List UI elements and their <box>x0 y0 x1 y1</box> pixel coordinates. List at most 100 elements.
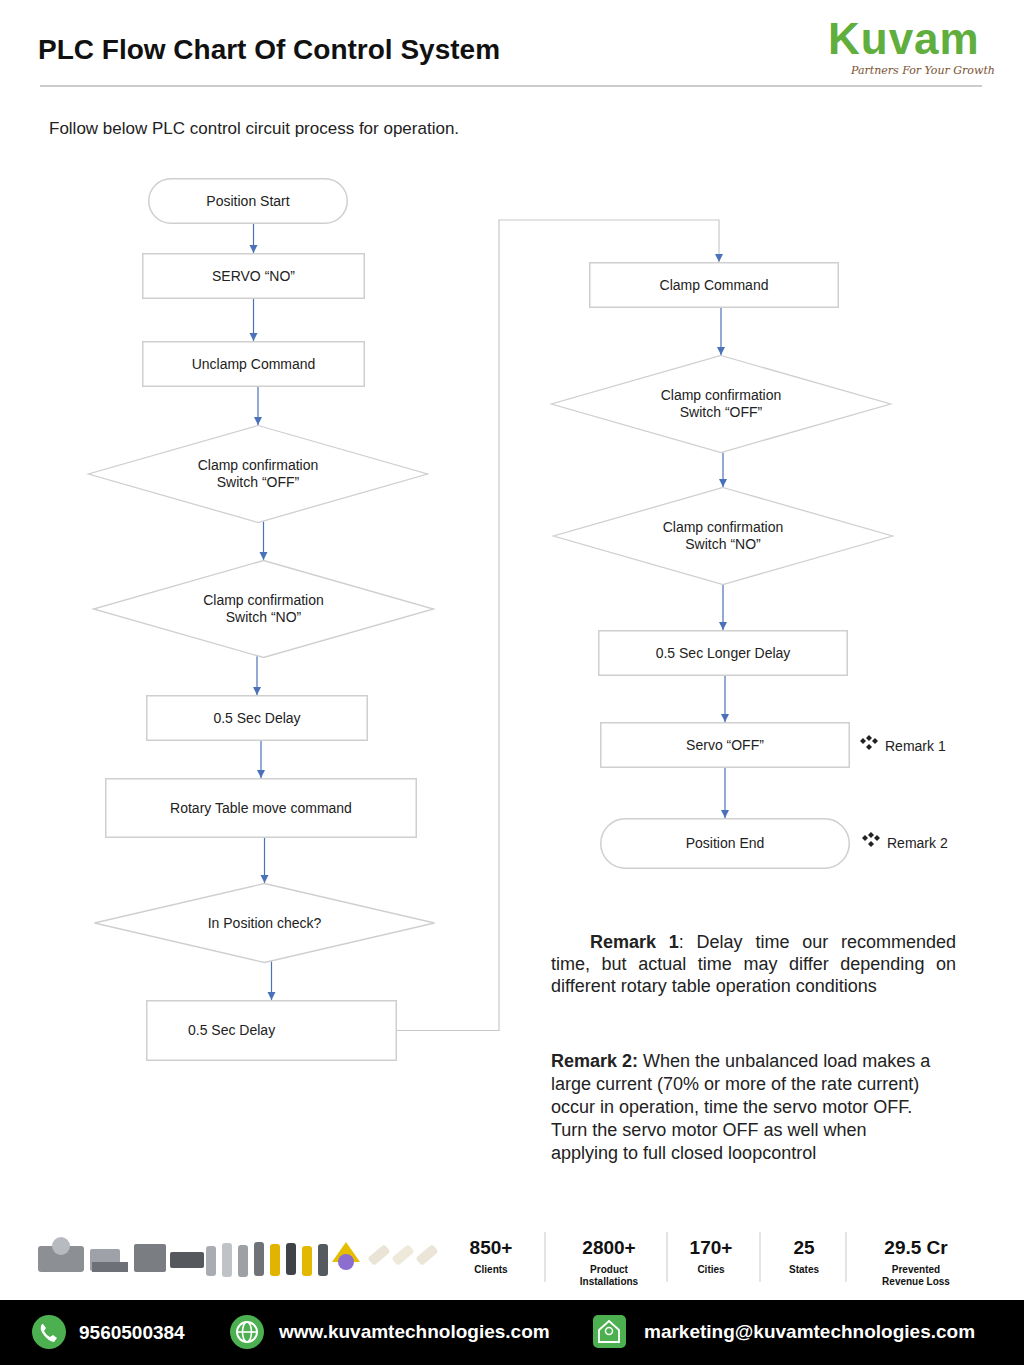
node-shape <box>143 254 365 299</box>
arrow-head <box>250 333 258 341</box>
arrow-head <box>719 622 727 630</box>
stat-number: 29.5 Cr <box>856 1237 976 1259</box>
node-label: Rotary Table move command <box>170 800 352 817</box>
product-images <box>38 1237 439 1277</box>
process-box: 0.5 Sec Delay <box>146 1000 397 1061</box>
contact-bar <box>0 1300 1024 1365</box>
stat-caption: Cities <box>666 1264 756 1276</box>
node-shape <box>106 779 417 838</box>
remark-paragraph: Remark 1: Delay time our recommended tim… <box>551 931 956 997</box>
node-shape <box>552 356 891 453</box>
flow-connector <box>721 676 729 722</box>
arrow-head <box>253 687 261 695</box>
node-label: 0.5 Sec Longer Delay <box>656 645 791 662</box>
flow-connector <box>721 768 729 818</box>
node-shape <box>143 342 365 387</box>
flow-connector <box>719 452 727 487</box>
arrow-head <box>715 254 723 262</box>
remark-bullets <box>860 735 880 847</box>
logo-wordmark: Kuvam <box>828 14 980 64</box>
process-box: Rotary Table move command <box>105 778 417 838</box>
node-label: 0.5 Sec Delay <box>188 1022 275 1039</box>
node-label: Clamp confirmation Switch “OFF” <box>183 457 333 491</box>
stat-number: 2800+ <box>549 1237 669 1259</box>
flow-connector <box>268 961 276 1000</box>
stat-number: 170+ <box>651 1237 771 1259</box>
arrow-head <box>721 714 729 722</box>
node-label: Unclamp Command <box>192 356 316 373</box>
flow-connector <box>261 838 269 883</box>
node-label: In Position check? <box>180 915 350 932</box>
arrow-head <box>268 992 276 1000</box>
arrow-head <box>260 552 268 560</box>
node-label: Clamp Command <box>660 277 769 294</box>
flow-connector <box>717 308 725 355</box>
arrow-head <box>717 347 725 355</box>
process-box: 0.5 Sec Longer Delay <box>598 630 848 676</box>
node-label: SERVO “NO” <box>212 268 295 285</box>
node-label: Position End <box>686 835 765 852</box>
flow-connector <box>260 521 268 560</box>
node-label: Position Start <box>206 193 289 210</box>
intro-text: Follow below PLC control circuit process… <box>49 119 459 139</box>
node-shape <box>94 561 434 658</box>
node-shape <box>590 263 839 308</box>
node-shape <box>554 488 893 585</box>
node-label: Servo “OFF” <box>686 737 764 754</box>
contact-website: www.kuvamtechnologies.com <box>279 1321 550 1343</box>
decision-diamond: Clamp confirmation Switch “NO” <box>553 487 893 585</box>
arrow-head <box>721 810 729 818</box>
arrow-head <box>257 770 265 778</box>
process-box: Unclamp Command <box>142 341 365 387</box>
decision-diamond: Clamp confirmation Switch “OFF” <box>551 355 891 453</box>
flow-connector <box>257 741 265 778</box>
contact-email: marketing@kuvamtechnologies.com <box>644 1321 975 1343</box>
process-box: SERVO “NO” <box>142 253 365 299</box>
remark-heading: Remark 2: <box>551 1051 638 1071</box>
page-title: PLC Flow Chart Of Control System <box>38 34 500 66</box>
stat-number: 25 <box>744 1237 864 1259</box>
node-label: Clamp confirmation Switch “NO” <box>189 592 339 626</box>
process-box: 0.5 Sec Delay <box>146 695 368 741</box>
node-shape <box>601 723 850 768</box>
node-shape <box>95 884 435 963</box>
flow-connector <box>397 220 723 1031</box>
node-shape <box>149 179 348 224</box>
flow-connector <box>250 224 258 253</box>
flow-connector <box>253 656 261 695</box>
arrow-head <box>250 245 258 253</box>
stat-caption: Prevented Revenue Loss <box>871 1264 961 1288</box>
node-label: 0.5 Sec Delay <box>213 710 300 727</box>
process-box: Servo “OFF” <box>600 722 850 768</box>
stat-caption: States <box>759 1264 849 1276</box>
stat-caption: Clients <box>446 1264 536 1276</box>
node-shape <box>147 696 368 741</box>
remark-tag: Remark 1 <box>885 738 946 754</box>
flow-connector <box>250 299 258 341</box>
contact-icons <box>32 1315 626 1349</box>
remark-heading: Remark 1 <box>590 932 679 952</box>
flow-connector <box>254 387 262 425</box>
decision-diamond: Clamp confirmation Switch “OFF” <box>88 425 428 523</box>
terminal-node: Position Start <box>148 178 348 224</box>
stat-number: 850+ <box>431 1237 551 1259</box>
contact-phone: 9560500384 <box>79 1322 185 1344</box>
node-label: Clamp confirmation Switch “OFF” <box>646 387 796 421</box>
node-label: Clamp confirmation Switch “NO” <box>648 519 798 553</box>
process-box: Clamp Command <box>589 262 839 308</box>
terminal-node: Position End <box>600 818 850 869</box>
arrow-head <box>254 417 262 425</box>
node-shape <box>147 1001 397 1061</box>
logo-tagline: Partners For Your Growth <box>851 64 995 77</box>
arrow-head <box>719 479 727 487</box>
remark-tag: Remark 2 <box>887 835 948 851</box>
title-rule <box>40 85 982 86</box>
flow-connector <box>719 585 727 630</box>
connector-line <box>397 220 719 1031</box>
node-shape <box>599 631 848 676</box>
remark-paragraph: Remark 2: When the unbalanced load makes… <box>551 1050 936 1165</box>
node-shape <box>89 426 428 523</box>
decision-diamond: In Position check? <box>94 883 435 963</box>
decision-diamond: Clamp confirmation Switch “NO” <box>93 560 434 658</box>
node-shape <box>601 819 850 869</box>
